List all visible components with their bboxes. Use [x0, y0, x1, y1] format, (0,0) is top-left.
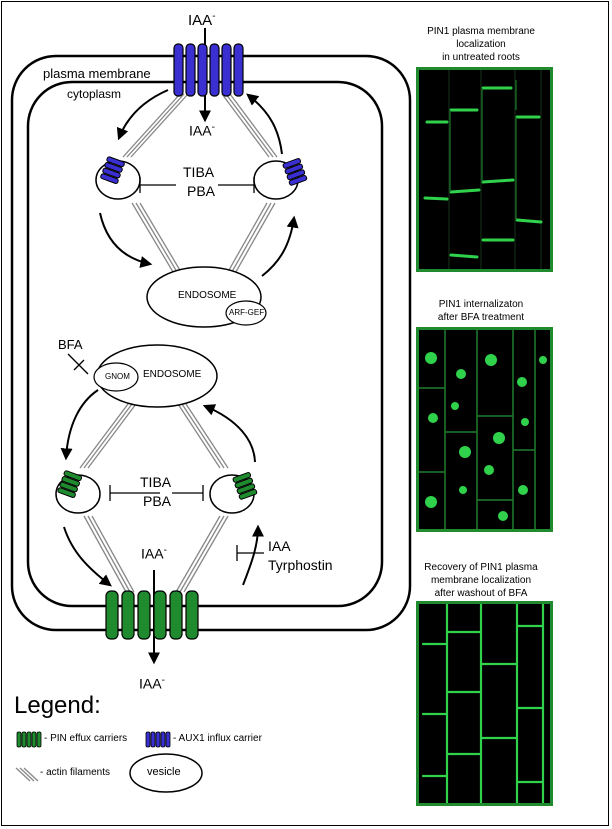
pin-vesicle-lower-left — [57, 470, 83, 498]
aux1-carrier-top — [173, 43, 244, 97]
arf-gef-blob — [225, 300, 267, 326]
pba-upper-label: PBA — [187, 183, 216, 199]
iaa-inhibitor-label: IAA — [268, 538, 291, 554]
panel-caption-recovery: Recovery of PIN1 plasma membrane localiz… — [424, 562, 538, 599]
legend-actin-label: - actin filaments — [40, 767, 111, 778]
arf-gef-label: ARF-GEF — [229, 308, 265, 317]
actin-filaments — [79, 93, 278, 593]
actin-bottom-left — [83, 515, 135, 593]
gnom-blob — [93, 362, 139, 392]
micrograph-untreated — [416, 67, 553, 272]
plasma-membrane-label: plasma membrane — [43, 66, 151, 81]
arrow-mid-left — [99, 212, 153, 268]
aux1-vesicle-upper-right — [282, 158, 308, 186]
arrow-bottom-right — [242, 524, 264, 586]
tiba-lower-label: TIBA — [140, 474, 172, 490]
legend-vesicle-label: vesicle — [147, 766, 181, 778]
iaa-lower-label: IAA- — [141, 545, 167, 562]
micrograph-bfa — [416, 327, 553, 532]
actin-lower-left — [79, 403, 137, 469]
legend-pin-label: - PIN effux carriers — [44, 733, 128, 744]
panel-caption-bfa: PIN1 internalizaton after BFA treatment — [437, 299, 525, 323]
inhibition-bars — [67, 177, 264, 561]
arrow-bottom-left — [63, 526, 112, 587]
actin-mid-left — [131, 202, 185, 278]
iaa-inner-label: IAA- — [189, 122, 215, 139]
tyrphostin-label: Tyrphostin — [268, 557, 333, 573]
endosome-lower-label: ENDOSOME — [143, 369, 202, 380]
actin-mid-right — [224, 202, 276, 278]
arrow-upper-left — [116, 89, 169, 141]
pin-vesicle-lower-right — [232, 472, 258, 500]
legend-vesicle-symbol — [129, 753, 203, 793]
actin-lower-right — [177, 403, 229, 469]
legend-pin-symbol — [16, 731, 42, 748]
arrow-lower-right — [202, 404, 256, 463]
arrow-mid-right — [261, 215, 299, 277]
arrow-lower-left — [60, 389, 99, 461]
legend-aux-label: - AUX1 influx carrier — [173, 733, 262, 744]
panel-caption-untreated: PIN1 plasma membrane localization in unt… — [427, 26, 535, 63]
gnom-label: GNOM — [105, 372, 130, 381]
tiba-upper-label: TIBA — [183, 164, 215, 180]
endosome-upper-label: ENDOSOME — [178, 290, 237, 301]
trafficking-arrows — [60, 28, 299, 665]
iaa-bottom-label: IAA- — [139, 675, 165, 692]
legend-title: Legend: — [14, 692, 101, 719]
aux1-vesicle-upper-left — [100, 156, 125, 185]
actin-upper-left — [122, 93, 189, 158]
cytoplasm-label: cytoplasm — [67, 87, 122, 101]
micrograph-recovery — [416, 601, 553, 806]
iaa-top-label: IAA- — [188, 11, 216, 29]
pin-carrier-bottom — [105, 590, 199, 640]
legend-aux-symbol — [145, 731, 171, 748]
bfa-label: BFA — [58, 337, 83, 352]
legend-actin-symbol — [15, 767, 39, 782]
pba-lower-label: PBA — [143, 493, 172, 509]
actin-bottom-right — [175, 515, 229, 593]
arrow-upper-right — [246, 93, 283, 155]
actin-upper-right — [221, 93, 278, 158]
